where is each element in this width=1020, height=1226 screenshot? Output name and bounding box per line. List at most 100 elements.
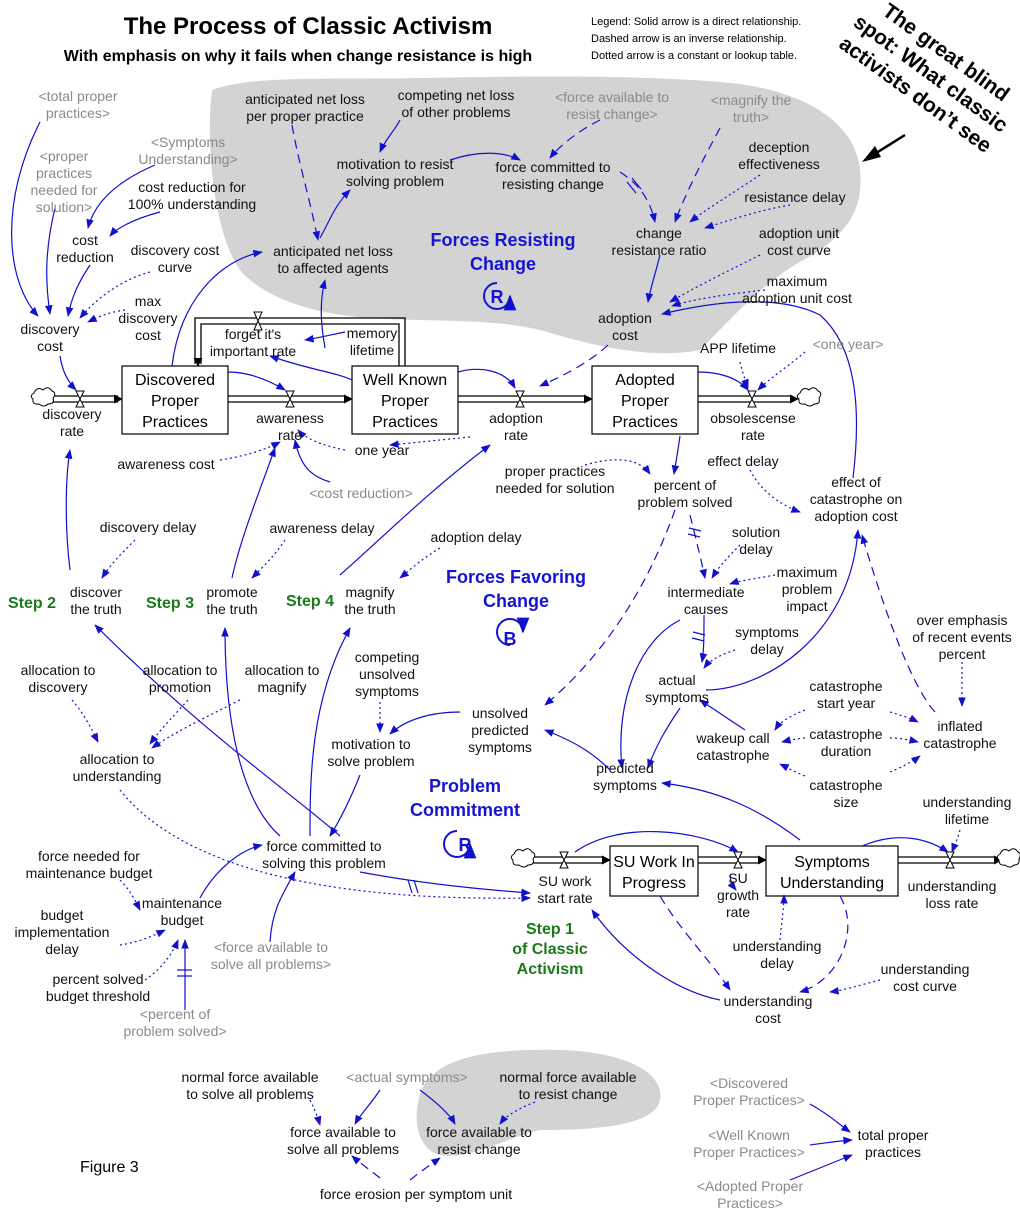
black-arrow-icon bbox=[862, 146, 881, 162]
diagram-title: The Process of Classic Activism bbox=[124, 13, 493, 40]
step-label-s2: Step 2 bbox=[8, 595, 56, 612]
loop-r-icon-resist bbox=[483, 282, 517, 311]
loop-b-icon-favor bbox=[496, 617, 530, 646]
source-sink-clouds bbox=[30, 387, 1020, 868]
cloud-icon bbox=[30, 387, 56, 407]
var-one-year: one year bbox=[355, 442, 410, 458]
blind-spot-regions bbox=[209, 76, 861, 1156]
var-resistance-delay: resistance delay bbox=[744, 189, 845, 205]
figure-label: Figure 3 bbox=[80, 1159, 139, 1176]
loop-symbols: R B R bbox=[459, 287, 517, 855]
var-force-erosion: force erosion per symptom unit bbox=[320, 1186, 512, 1202]
cloud-icon bbox=[996, 848, 1020, 868]
causal-links bbox=[11, 119, 966, 1181]
stock-box-suwip bbox=[609, 845, 699, 897]
stock-box-wellknown bbox=[351, 365, 459, 435]
var-adoption-delay: adoption delay bbox=[430, 529, 521, 545]
var-app-lifetime: APP lifetime bbox=[700, 340, 776, 356]
delay-marks bbox=[177, 177, 706, 977]
var-cost-reduction-shadow: <cost reduction> bbox=[309, 485, 413, 501]
var-awareness-delay: awareness delay bbox=[269, 520, 374, 536]
var-one-year-shadow: <one year> bbox=[813, 336, 884, 352]
stock-boxes bbox=[121, 365, 899, 897]
resist-force-region bbox=[416, 1049, 661, 1156]
step-label-s4: Step 4 bbox=[286, 593, 334, 610]
legend-text: Legend: Solid arrow is a direct relation… bbox=[591, 16, 801, 62]
blind-spot-arrow bbox=[862, 133, 906, 162]
flow-valves bbox=[75, 311, 955, 869]
loop-r-icon-commit bbox=[443, 830, 477, 859]
loop-symbol: B bbox=[504, 629, 517, 649]
flow-pipes bbox=[50, 317, 1003, 865]
blind-spot-callout: The great blindspot: What classicactivis… bbox=[834, 0, 1020, 158]
var-discovery-delay: discovery delay bbox=[100, 519, 197, 535]
var-actual-symptoms-shadow: <actual symptoms> bbox=[346, 1069, 467, 1085]
var-awareness-cost: awareness cost bbox=[117, 456, 214, 472]
stock-box-discovered bbox=[121, 365, 229, 435]
stock-box-adopted bbox=[591, 365, 699, 435]
loop-symbol: R bbox=[491, 287, 504, 307]
